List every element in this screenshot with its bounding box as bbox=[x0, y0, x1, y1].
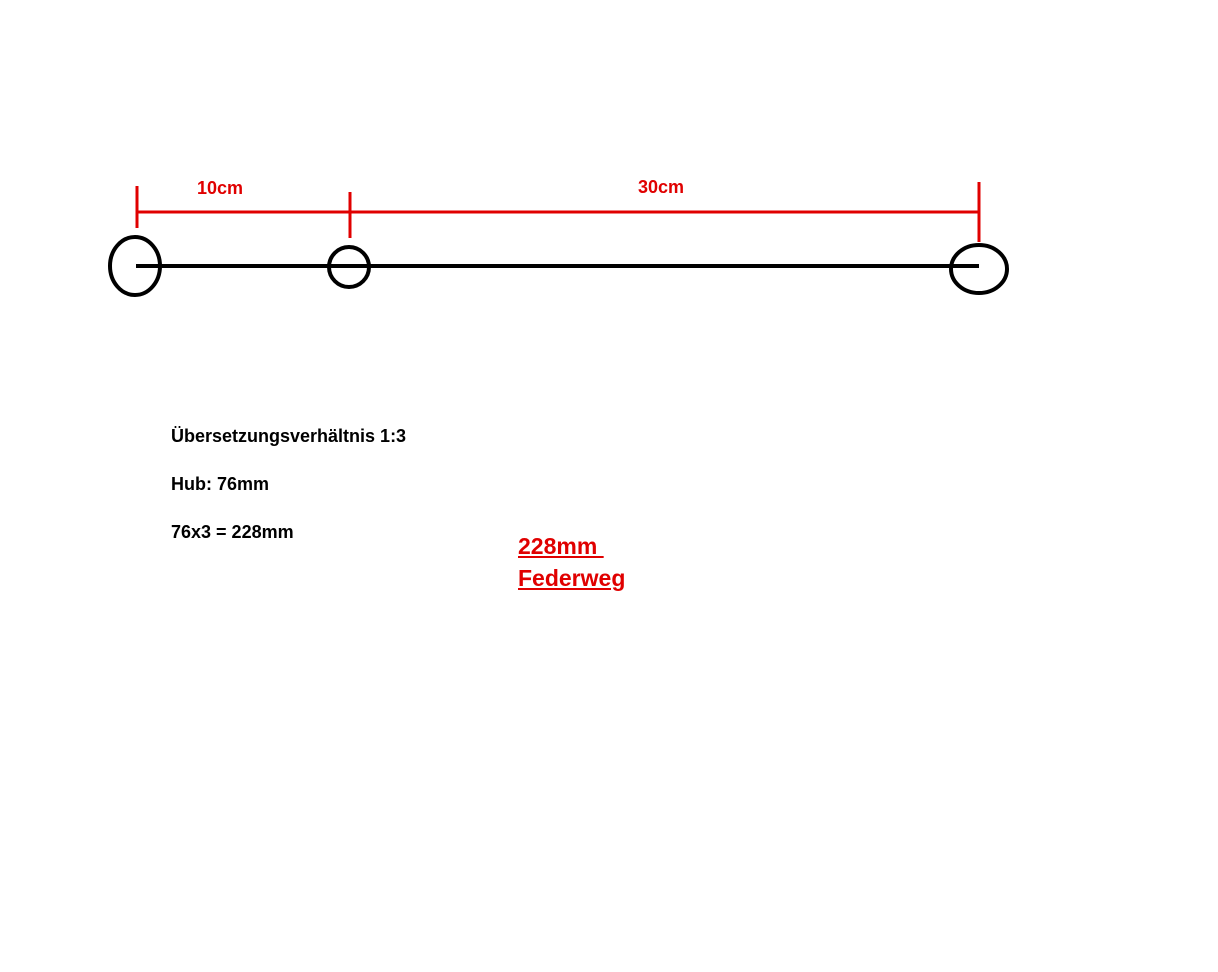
calculation-note: 76x3 = 228mm bbox=[171, 522, 294, 542]
result-value: 228mm bbox=[518, 533, 604, 559]
pivot-left bbox=[108, 235, 162, 297]
result-label: Federweg bbox=[518, 565, 626, 591]
dimension-label-30cm: 30cm bbox=[638, 177, 684, 197]
pivot-middle bbox=[327, 245, 371, 289]
ratio-note: Übersetzungsverhältnis 1:3 bbox=[171, 426, 407, 446]
dimension-label-10cm: 10cm bbox=[197, 178, 243, 198]
pivot-right bbox=[949, 243, 1009, 295]
stroke-note: Hub: 76mm bbox=[171, 474, 270, 494]
